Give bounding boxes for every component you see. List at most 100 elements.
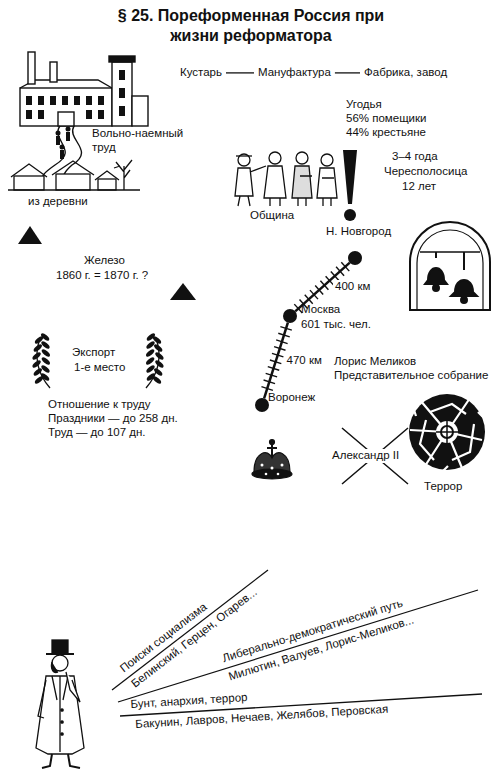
railway-tie: [278, 333, 289, 337]
thinker-figure: [36, 640, 84, 768]
drawing-stroke: [26, 96, 32, 105]
drawing-stroke: [269, 152, 281, 164]
railway-tie: [276, 340, 287, 344]
exclamation-mark: [343, 150, 357, 221]
drawing-stroke: [410, 222, 490, 310]
drawing-stroke: [60, 145, 65, 150]
drawing-stroke: [461, 297, 467, 303]
railway-tie: [280, 327, 291, 331]
diagram-title: § 25. Пореформенная Россия при жизни реф…: [116, 6, 386, 46]
drawing-stroke: [20, 88, 112, 126]
drawing-stroke: [109, 56, 135, 62]
drawing-stroke: [52, 640, 68, 654]
laurel-leaf: [145, 348, 155, 358]
drawing-stroke: [436, 421, 458, 443]
railway-tie: [272, 353, 283, 357]
railway-tie: [261, 387, 272, 391]
label-text: Община: [250, 209, 294, 223]
railway-tie: [268, 367, 279, 371]
laurel-leaf: [31, 359, 41, 369]
drawing-stroke: [119, 70, 125, 80]
drawing-stroke: [277, 473, 280, 476]
drawing-stroke: [250, 166, 266, 172]
drawing-stroke: [56, 174, 90, 190]
label-text: Мануфактура: [258, 66, 331, 80]
drawing-stroke: [61, 709, 63, 711]
drawing-stroke: [86, 96, 92, 105]
drawing-stroke: [417, 230, 483, 310]
laurel-leaf: [154, 351, 164, 361]
railway-tie: [274, 347, 285, 351]
drawing-stroke: [270, 198, 280, 206]
drawing-stroke: [238, 196, 250, 206]
drawing-stroke: [119, 88, 125, 98]
drawing-stroke: [50, 62, 57, 82]
drawing-stroke: [95, 171, 119, 180]
drawing-stroke: [451, 252, 477, 296]
drawing-stroke: [344, 209, 356, 221]
drawing-stroke: [343, 150, 357, 204]
label-text: Труд — до 107 дн.: [48, 426, 146, 440]
railway-tie: [305, 295, 313, 304]
drawing-stroke: [433, 285, 439, 291]
city-label: Воронеж: [268, 391, 315, 405]
drawing-stroke: [61, 721, 63, 723]
drawing-stroke: [420, 251, 480, 253]
label-text: Отношение к труду: [48, 398, 151, 412]
drawing-stroke: [170, 283, 196, 300]
drawing-stroke: [56, 131, 61, 136]
drawing-stroke: [66, 132, 70, 141]
drawing-stroke: [62, 96, 68, 105]
laurel-wreath: [31, 332, 164, 388]
drawing-stroke: [261, 464, 284, 476]
bell-window: [410, 222, 490, 310]
drawing-stroke: [14, 176, 44, 190]
drawing-stroke: [410, 398, 486, 474]
drawing-stroke: [52, 676, 68, 752]
drawing-stroke: [436, 421, 458, 443]
drawing-stroke: [296, 152, 308, 164]
crown-symbol: [252, 440, 292, 480]
drawing-stroke: [98, 96, 104, 105]
label-text: 56% помещики: [346, 112, 426, 126]
drawing-stroke: [265, 473, 268, 476]
laurel-leaf: [154, 359, 164, 369]
drawing-stroke: [74, 96, 80, 105]
laurel-leaf: [146, 372, 156, 382]
label-text: Представительное собрание: [334, 369, 488, 383]
drawing-stroke: [8, 189, 140, 190]
laurel-leaf: [153, 367, 163, 377]
city-label: Москва: [301, 303, 340, 317]
label-text: Экспорт: [72, 346, 115, 360]
label-text: Угодья: [346, 98, 382, 112]
drawing-stroke: [425, 252, 447, 284]
sequence-line: [335, 72, 360, 73]
fan-lines: [112, 570, 482, 716]
label-text: 3–4 года: [392, 150, 438, 164]
city-dot: Москва601 тыс. чел.: [283, 309, 297, 323]
railway-tie: [266, 373, 277, 377]
label-text: Бунт, анархия, террор: [130, 691, 248, 712]
triangle-symbol: [18, 226, 196, 300]
railway-tie: [341, 262, 349, 271]
label-text: 1-е место: [74, 361, 125, 375]
drawing-stroke: [66, 672, 80, 702]
label-text: Лорис Меликов: [334, 355, 416, 369]
drawing-stroke: [51, 662, 58, 673]
city-label: 601 тыс. чел.: [301, 318, 371, 332]
drawing-stroke: [26, 70, 125, 119]
drawing-stroke: [261, 464, 264, 467]
drawing-stroke: [321, 154, 333, 166]
laurel-leaf: [145, 364, 155, 374]
label-text: Террор: [424, 480, 462, 494]
railway-tie: [315, 285, 323, 294]
label-text: Праздники — до 258 дн.: [48, 412, 178, 426]
laurel-leaf: [40, 332, 50, 342]
drawing-stroke: [300, 176, 334, 178]
label-text: из деревни: [28, 195, 88, 209]
drawing-stroke: [292, 166, 312, 198]
drawing-stroke: [18, 226, 42, 244]
drawing-stroke: [52, 161, 94, 175]
